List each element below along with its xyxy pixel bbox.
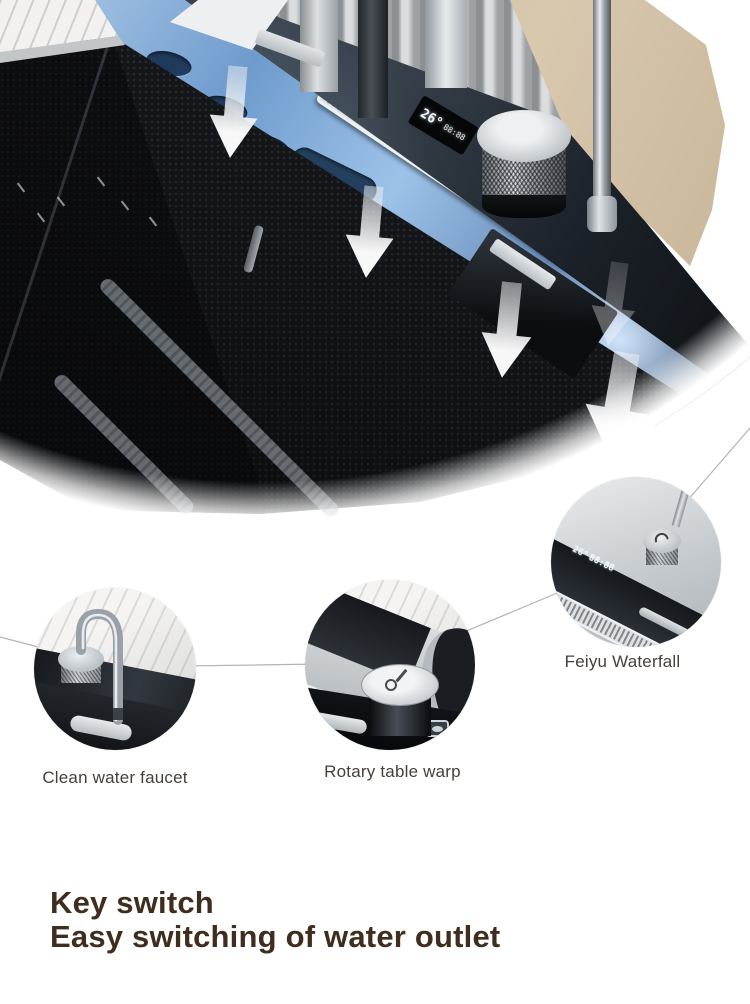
faucet-pipe: [593, 0, 611, 222]
led-temperature: 26°: [570, 544, 590, 561]
faucet-pillar: [425, 0, 467, 88]
label-feiyu-waterfall: Feiyu Waterfall: [564, 652, 681, 671]
label-clean-water-faucet: Clean water faucet: [42, 768, 188, 787]
faucet-pipe-collar: [587, 196, 617, 232]
callout-clean-water-faucet: [34, 588, 196, 750]
rotary-knob-top: [477, 110, 571, 162]
label-rotary-table-warp: Rotary table warp: [324, 762, 461, 781]
gooseneck-faucet-icon: [76, 608, 123, 725]
hero-photo: 26° 88:88: [0, 0, 750, 534]
callout-feiyu-waterfall: 26° 88:88: [551, 477, 721, 647]
led-temperature: 26°: [417, 105, 446, 131]
led-digits: 88:88: [441, 121, 468, 143]
headline: Key switch Easy switching of water outle…: [50, 886, 710, 954]
headline-line2: Easy switching of water outlet: [50, 919, 501, 954]
dial-ring-icon: [385, 679, 397, 691]
drain-icon: [426, 720, 449, 737]
faucet-pillar: [358, 0, 388, 118]
callout-rotary-table-warp: [305, 580, 475, 750]
knob-top: [643, 529, 681, 553]
headline-line1: Key switch: [50, 885, 214, 920]
rotary-knob-top: [361, 664, 439, 706]
